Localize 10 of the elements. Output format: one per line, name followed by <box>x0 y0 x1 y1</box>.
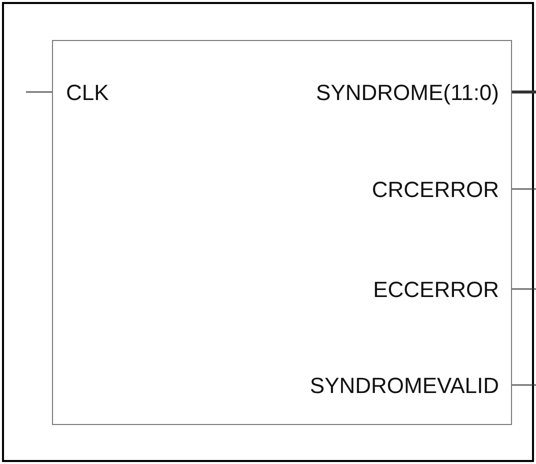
pin-line <box>512 188 536 190</box>
pin-line <box>512 90 536 94</box>
pin-line <box>512 288 536 290</box>
pin-name: CRCERROR <box>372 175 511 205</box>
pin-name: ECCERROR <box>373 275 511 305</box>
block-box <box>52 40 512 425</box>
pin-name: SYNDROMEVALID <box>310 371 511 401</box>
pin-name: SYNDROME(11:0) <box>316 78 511 108</box>
pin-name: CLK <box>53 78 109 108</box>
pin-line <box>512 384 536 386</box>
